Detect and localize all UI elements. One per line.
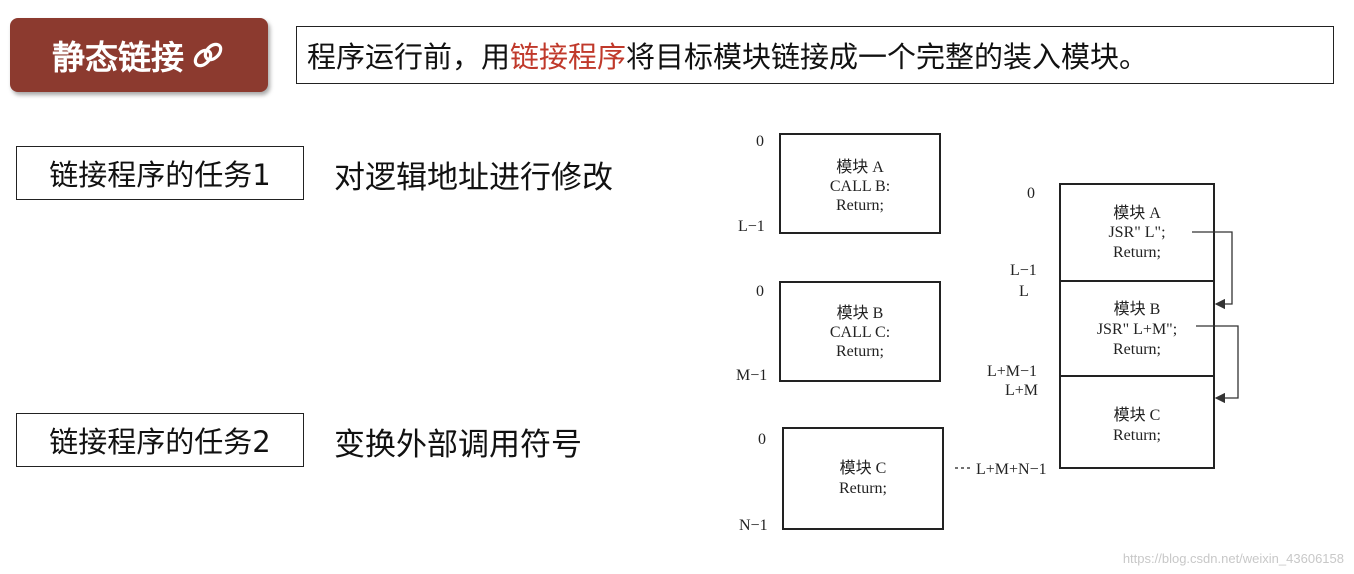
left-module-a-line-2: CALL B: [830,178,890,195]
right-label-l-plus-m: L+M [1005,382,1038,399]
watermark: https://blog.csdn.net/weixin_43606158 [1122,551,1344,566]
jsr-arrow-b-to-c [1196,325,1239,404]
right-label-l-plus-m-plus-n-minus-1: L+M+N−1 [976,461,1047,478]
task-2-description: 变换外部调用符号 [334,427,582,463]
left-module-c-top-label: 0 [758,431,766,448]
task-2-label: 链接程序的任务2 [49,425,271,459]
left-module-b-bottom-label: M−1 [736,367,767,384]
task-1-label: 链接程序的任务1 [49,158,271,192]
link-icon [193,42,223,68]
left-module-c-line-1: 模块 C [840,459,887,477]
right-label-l: L [1019,283,1029,300]
definition-post: 将目标模块链接成一个完整的装入模块。 [626,40,1149,74]
left-module-c-line-2: Return; [839,480,887,497]
left-module-a-bottom-label: L−1 [738,218,765,235]
left-module-b-line-1: 模块 B [837,304,884,322]
right-module-a-line-2: JSR" L"; [1108,224,1165,241]
left-module-c: 模块 C Return; 0 N−1 [739,427,944,534]
definition-box: 程序运行前，用链接程序将目标模块链接成一个完整的装入模块。 [296,26,1334,84]
badge-label: 静态链接 [52,38,184,77]
left-module-b-line-2: CALL C: [830,324,890,341]
left-module-b-top-label: 0 [756,283,764,300]
right-module-c-line-2: Return; [1113,427,1161,444]
right-label-0: 0 [1027,185,1035,202]
left-module-b: 模块 B CALL C: Return; 0 M−1 [736,281,941,384]
section-badge: 静态链接 [10,18,268,92]
task-2-label-box: 链接程序的任务2 [16,413,304,467]
left-module-a: 模块 A CALL B: Return; 0 L−1 [738,133,941,235]
right-module-a-line-3: Return; [1113,244,1161,261]
left-module-a-line-3: Return; [836,197,884,214]
right-load-module: 模块 A JSR" L"; Return; 模块 B JSR" L+M"; Re… [976,183,1215,478]
task-1-label-box: 链接程序的任务1 [16,146,304,200]
right-label-l-minus-1: L−1 [1010,262,1037,279]
right-module-b-line-3: Return; [1113,341,1161,358]
task-1-description: 对逻辑地址进行修改 [334,160,613,196]
left-module-b-line-3: Return; [836,343,884,360]
right-module-b-line-2: JSR" L+M"; [1097,321,1177,338]
right-module-c-line-1: 模块 C [1114,406,1161,424]
jsr-arrow-a-to-b [1192,231,1233,310]
right-module-a-line-1: 模块 A [1113,204,1161,222]
right-module-b-line-1: 模块 B [1114,300,1161,318]
definition-highlight: 链接程序 [510,40,627,74]
definition-pre: 程序运行前，用 [307,40,511,74]
left-module-a-line-1: 模块 A [836,158,884,176]
left-module-c-bottom-label: N−1 [739,517,768,534]
left-module-a-top-label: 0 [756,133,764,150]
right-label-l-plus-m-minus-1: L+M−1 [987,363,1037,380]
